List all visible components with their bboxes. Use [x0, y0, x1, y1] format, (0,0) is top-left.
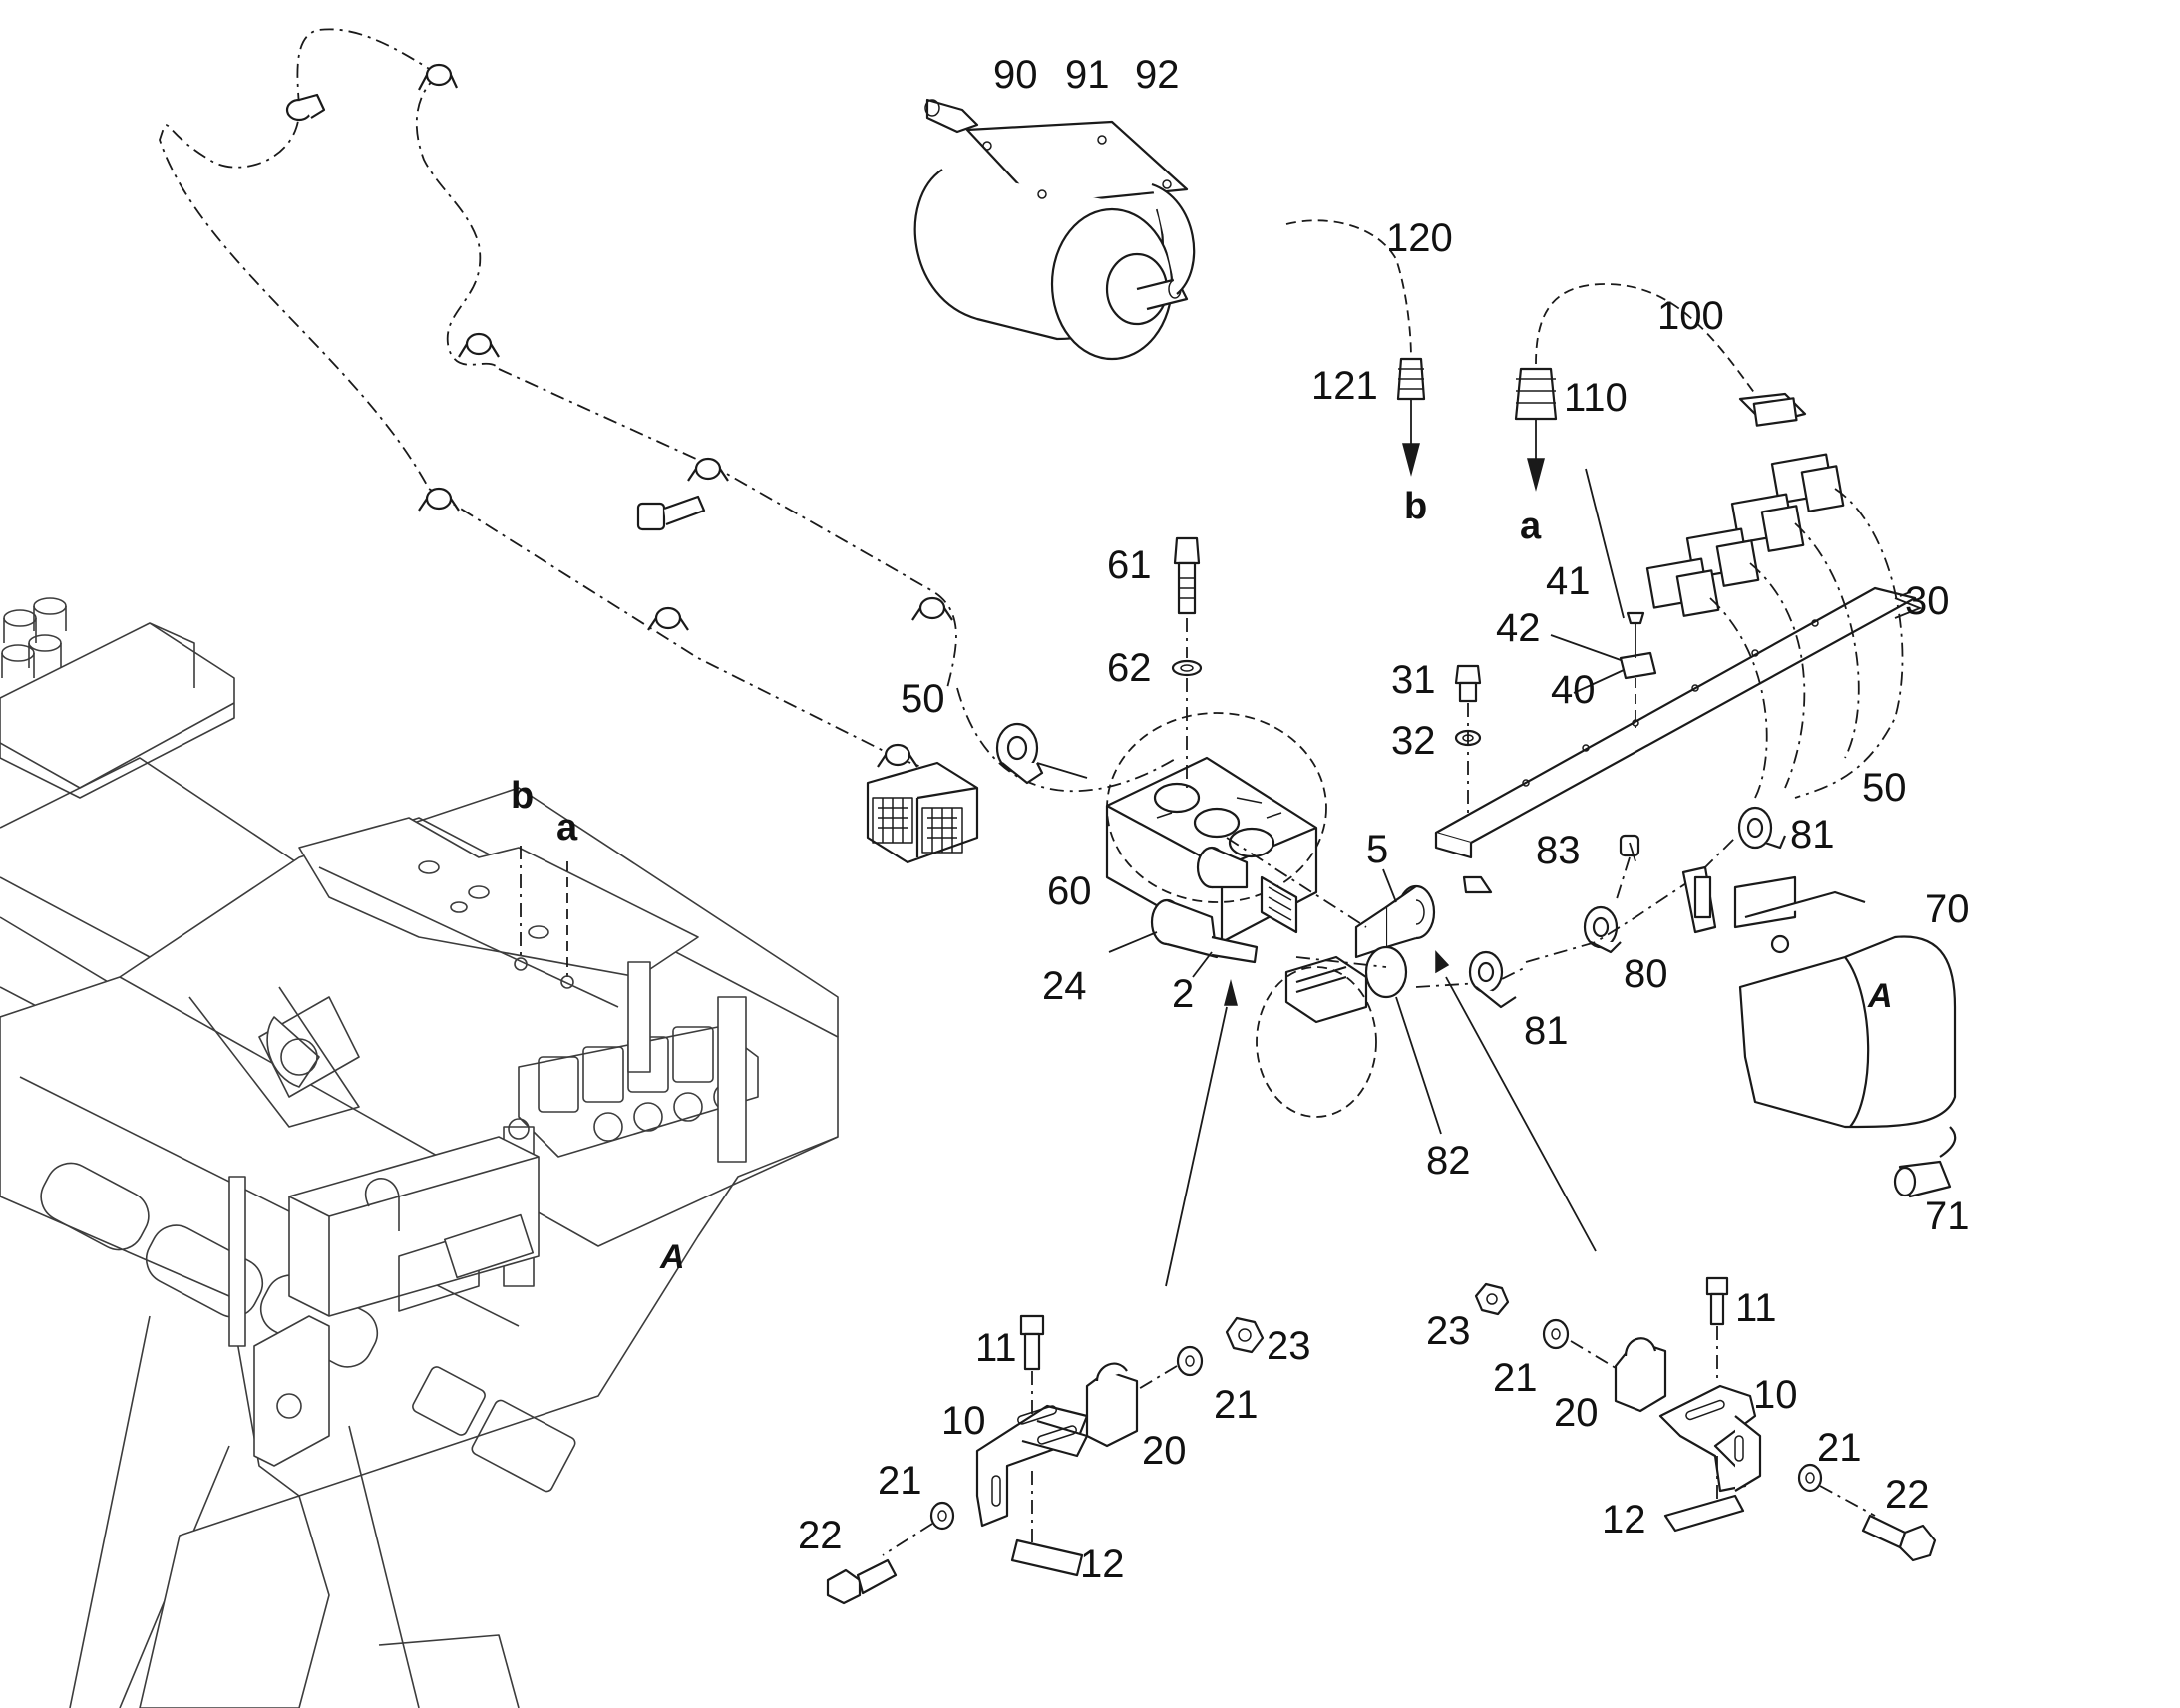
callout-40: 40: [1551, 668, 1596, 712]
callout-11-right: 11: [1735, 1286, 1777, 1330]
frame-marker-a: a: [556, 807, 578, 849]
callout-5: 5: [1366, 828, 1388, 871]
leader-lines: [1108, 468, 1636, 1135]
callout-32: 32: [1391, 719, 1436, 763]
harness-clips: [285, 63, 953, 768]
callout-110: 110: [1564, 376, 1628, 420]
callout-11-left: 11: [975, 1326, 1017, 1370]
callout-70: 70: [1925, 887, 1970, 931]
callout-23-right: 23: [1426, 1309, 1471, 1353]
callout-10-right: 10: [1753, 1373, 1798, 1417]
callout-22-right: 22: [1885, 1473, 1930, 1517]
callout-42: 42: [1496, 606, 1541, 650]
harness-plug: [866, 761, 979, 864]
callout-41: 41: [1546, 559, 1591, 603]
cover-marker-A: A: [1867, 977, 1893, 1015]
relay-connectors: [1619, 453, 1904, 799]
callout-100: 100: [1657, 294, 1724, 338]
mounting-strip: [1434, 586, 1923, 894]
callout-21-left-lower: 21: [878, 1459, 922, 1503]
callout-12-left: 12: [1080, 1542, 1125, 1586]
cable-100: [1514, 283, 1807, 492]
callout-82: 82: [1426, 1139, 1471, 1183]
callout-22-left: 22: [798, 1514, 843, 1557]
bracket-group-right: [1474, 1276, 1937, 1562]
arrow-marker-b: b: [1404, 486, 1427, 527]
callout-31: 31: [1391, 658, 1436, 702]
callout-24: 24: [1042, 964, 1087, 1008]
callout-61: 61: [1107, 543, 1152, 587]
frame-marker-A: A: [659, 1238, 685, 1276]
callout-21-right-upper: 21: [1493, 1356, 1538, 1400]
callout-83: 83: [1536, 829, 1581, 872]
clips-80-81-83: [1468, 806, 1787, 1009]
motor-assembly: [913, 98, 1196, 361]
callout-21-right-lower: 21: [1817, 1426, 1862, 1470]
bracket-group-left: [826, 1314, 1265, 1605]
callout-21-left-upper: 21: [1214, 1383, 1259, 1427]
callout-10-left: 10: [941, 1399, 986, 1443]
arrow-marker-a: a: [1520, 506, 1542, 547]
callout-81-left: 81: [1524, 1009, 1569, 1053]
callout-81-right: 81: [1790, 813, 1835, 856]
frame-marker-b: b: [511, 775, 534, 817]
callout-12-right: 12: [1602, 1498, 1646, 1541]
callout-50-right: 50: [1862, 766, 1907, 810]
callout-2: 2: [1172, 972, 1194, 1016]
callout-71: 71: [1925, 1195, 1970, 1238]
callout-92: 92: [1135, 53, 1180, 97]
callout-60: 60: [1047, 869, 1092, 913]
clip-50-upper: [995, 722, 1088, 785]
callout-20-left: 20: [1142, 1429, 1187, 1473]
callout-90: 90: [993, 53, 1038, 97]
callout-23-left: 23: [1267, 1324, 1311, 1368]
callout-labels: 90 91 92 120 121 b 100 110 a 61 62 50 41…: [798, 53, 1970, 1586]
cover-70: A: [1733, 875, 1957, 1129]
callout-50-upper: 50: [901, 677, 945, 721]
bolt-31-washer-32: [1454, 664, 1482, 816]
callout-120: 120: [1386, 216, 1453, 260]
cable-120: [1285, 219, 1426, 477]
callout-20-right: 20: [1554, 1391, 1599, 1435]
lamp-71: [1893, 1126, 1957, 1198]
callout-121: 121: [1311, 364, 1378, 408]
callout-62: 62: [1107, 646, 1152, 690]
callout-80: 80: [1624, 952, 1668, 996]
connectors-2-24-5-82: [1150, 837, 1527, 1118]
callout-30: 30: [1905, 579, 1950, 623]
callout-91: 91: [1065, 53, 1110, 97]
machine-frame: A: [0, 597, 839, 1708]
